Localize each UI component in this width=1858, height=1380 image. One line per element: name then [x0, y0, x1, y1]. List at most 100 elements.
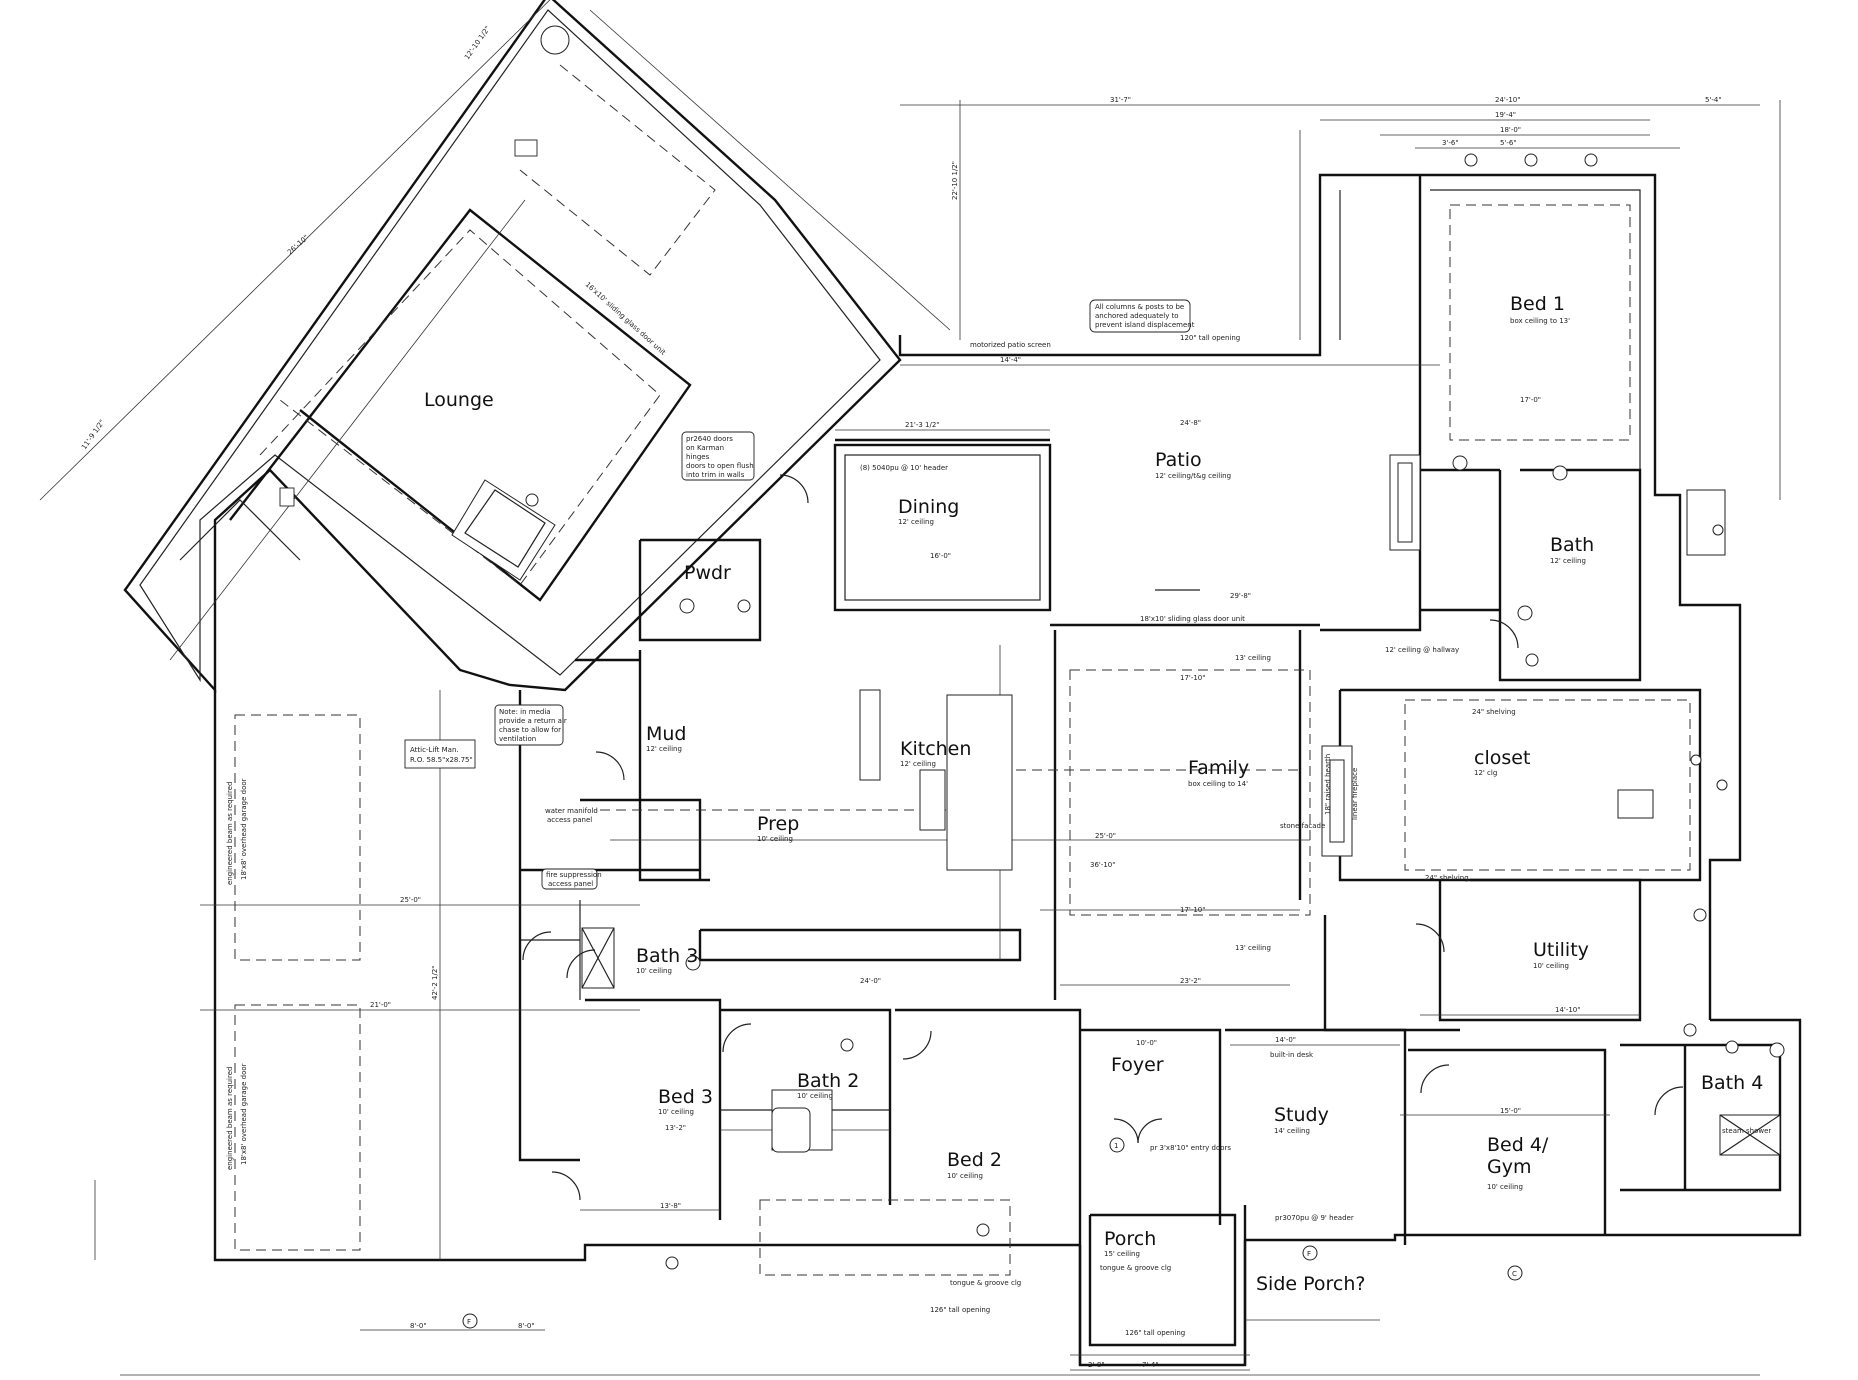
dim-label: 17'-10" — [1180, 674, 1205, 682]
note-tall-3: 126" tall opening — [1125, 1329, 1185, 1337]
marker-1: 1 — [1114, 1142, 1118, 1150]
room-label-kitchen: Kitchen — [900, 738, 971, 760]
dim-label: 19'-4" — [1495, 111, 1516, 119]
dim-label: 15'-0" — [1500, 1107, 1521, 1115]
room-sub-porch-2: tongue & groove clg — [1100, 1264, 1171, 1272]
note-shelving-2: 24" shelving — [1425, 874, 1469, 882]
note-garage-2: 18'x8' overhead garage door — [240, 1063, 248, 1165]
room-sub-bed2: 10' ceiling — [947, 1172, 983, 1180]
room-label-mud: Mud — [646, 723, 687, 745]
dimension-lines — [94, 100, 1781, 1376]
room-label-porch: Porch — [1104, 1228, 1156, 1250]
room-label-bed3: Bed 3 — [658, 1086, 713, 1108]
exterior-walls — [213, 173, 1802, 1367]
room-label-prep: Prep — [757, 813, 799, 835]
room-sub-porch: 15' ceiling — [1104, 1250, 1140, 1258]
room-labels: Lounge Bed 1 box ceiling to 13' Patio 12… — [424, 293, 1763, 1295]
dim-label: 12'-10 1/2" — [463, 25, 492, 62]
marker-f-2: F — [1307, 1250, 1311, 1258]
room-sub-bed4: 10' ceiling — [1487, 1183, 1523, 1191]
dim-label: 10'-0" — [1136, 1039, 1157, 1047]
note-ceiling-13: 13' ceiling — [1235, 654, 1271, 662]
note-hallway: 12' ceiling @ hallway — [1385, 646, 1459, 654]
note-tall-1: 120" tall opening — [1180, 334, 1240, 342]
room-label-bath4: Bath 4 — [1701, 1072, 1763, 1094]
note-pocket-4: doors to open flush — [686, 462, 754, 470]
dim-label: 13'-2" — [665, 1124, 686, 1132]
note-pocket-2: on Karman — [686, 444, 724, 452]
dim-label: 14'-4" — [1000, 356, 1021, 364]
note-linear: linear fireplace — [1351, 768, 1359, 820]
dim-label: 17'-0" — [1520, 396, 1541, 404]
note-water-2: access panel — [547, 816, 592, 824]
note-header-1: (8) 5040pu @ 10' header — [860, 464, 948, 472]
marker-c-1: C — [1512, 1270, 1517, 1278]
note-entry: pr 3'x8'10" entry doors — [1150, 1144, 1231, 1152]
room-sub-mud: 12' ceiling — [646, 745, 682, 753]
dim-label: 13'-8" — [660, 1202, 681, 1210]
note-sliding: 18'x10' sliding glass door unit — [1140, 615, 1245, 623]
dim-label: 21'-0" — [370, 1001, 391, 1009]
room-label-bed4-line2: Gym — [1487, 1156, 1531, 1178]
dim-label: 31'-7" — [1110, 96, 1131, 104]
note-pocket-3: hinges — [686, 453, 710, 461]
dim-label: 23'-2" — [1180, 977, 1201, 985]
note-builtin-desk: built-in desk — [1270, 1051, 1314, 1059]
note-stone: stone facade — [1280, 822, 1325, 830]
note-garage-1: 18'x8' overhead garage door — [240, 778, 248, 880]
dim-label: 18'-0" — [1500, 126, 1521, 134]
room-label-study: Study — [1274, 1104, 1329, 1126]
room-sub-bed3: 10' ceiling — [658, 1108, 694, 1116]
elevation-markers: F F C 1 — [462, 1137, 1523, 1329]
note-ceiling-13b: 13' ceiling — [1235, 944, 1271, 952]
dim-label: 16'-0" — [930, 552, 951, 560]
room-sub-closet: 12' clg — [1474, 769, 1497, 777]
dim-label: 24'-0" — [860, 977, 881, 985]
note-pocket-5: into trim in walls — [686, 471, 745, 479]
room-label-closet: closet — [1474, 747, 1530, 769]
dimension-labels: 31'-7" 24'-10" 5'-4" 19'-4" 18'-0" 3'-6"… — [80, 25, 1721, 1369]
room-sub-utility: 10' ceiling — [1533, 962, 1569, 970]
room-label-dining: Dining — [898, 496, 959, 518]
note-sliding-2: 16'x10' sliding glass door unit — [584, 281, 668, 357]
room-sub-bed1: box ceiling to 13' — [1510, 317, 1570, 325]
note-columns-1: All columns & posts to be — [1095, 303, 1184, 311]
dim-label: 7'-4" — [1142, 1361, 1159, 1369]
room-sub-dining: 12' ceiling — [898, 518, 934, 526]
room-label-patio: Patio — [1155, 449, 1202, 471]
room-label-bed2: Bed 2 — [947, 1149, 1002, 1171]
dim-label: 8'-0" — [410, 1322, 427, 1330]
note-water: water manifold — [545, 807, 598, 815]
dashed-lines — [234, 204, 1691, 1276]
note-fire: fire suppression — [546, 871, 602, 879]
room-sub-patio: 12' ceiling/t&g ceiling — [1155, 472, 1231, 480]
note-pocket-1: pr2640 doors — [686, 435, 733, 443]
fixtures — [581, 153, 1785, 1270]
room-label-bath2: Bath 2 — [797, 1070, 859, 1092]
room-label-lounge: Lounge — [424, 389, 494, 411]
dim-label: 21'-3 1/2" — [905, 421, 940, 429]
note-tall-2: 126" tall opening — [930, 1306, 990, 1314]
dim-label: 24'-10" — [1495, 96, 1520, 104]
dim-label: 5'-4" — [1705, 96, 1722, 104]
room-sub-family: box ceiling to 14' — [1188, 780, 1248, 788]
room-sub-prep: 10' ceiling — [757, 835, 793, 843]
dim-label: 8'-0" — [518, 1322, 535, 1330]
interior-walls — [518, 443, 1782, 1365]
note-attic-1: Attic-Lift Man. — [410, 746, 459, 754]
note-shelving-1: 24" shelving — [1472, 708, 1516, 716]
door-swings — [522, 474, 1684, 1201]
dim-label: 25'-0" — [400, 896, 421, 904]
dim-label: 14'-0" — [1275, 1036, 1296, 1044]
dim-label: 3'-6" — [1442, 139, 1459, 147]
note-beam-2: engineered beam as required — [226, 1067, 234, 1170]
note-header-2: pr3070pu @ 9' header — [1275, 1214, 1354, 1222]
note-columns-3: prevent island displacement — [1095, 321, 1195, 329]
marker-f-1: F — [467, 1318, 471, 1326]
dim-label: 36'-10" — [1090, 861, 1115, 869]
note-tongue: tongue & groove clg — [950, 1279, 1021, 1287]
room-label-bath3: Bath 3 — [636, 945, 698, 967]
note-media-1: Note: in media — [499, 708, 551, 716]
note-beam-1: engineered beam as required — [226, 782, 234, 885]
